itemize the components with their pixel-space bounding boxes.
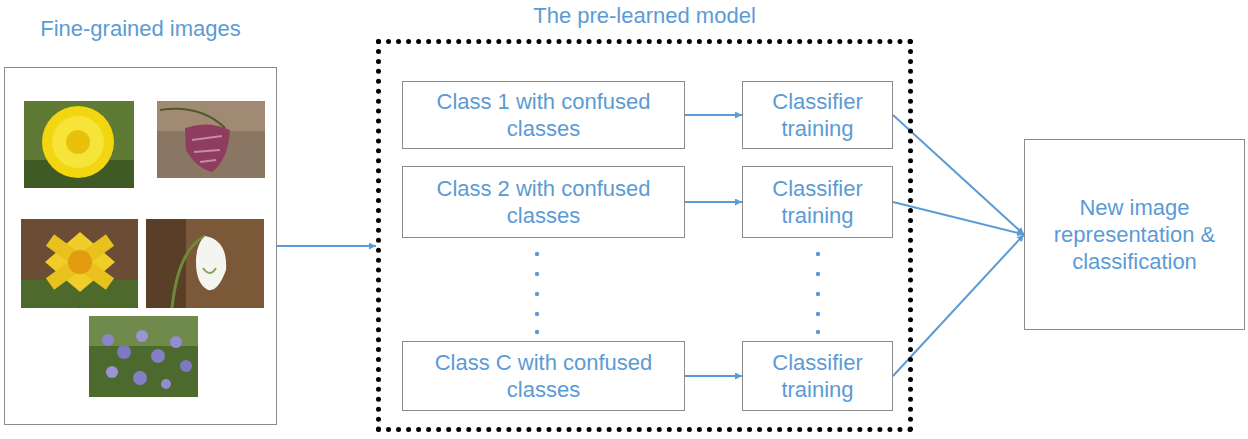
box-label: Classifier training <box>743 88 892 142</box>
process-box: Class C with confused classes <box>402 341 685 411</box>
flow-arrow <box>277 245 376 247</box>
process-box: Classifier training <box>742 81 893 149</box>
group-heading: The pre-learned model <box>341 2 948 29</box>
process-box: Class 1 with confused classes <box>402 81 685 149</box>
flower-photos <box>21 101 265 397</box>
flow-arrow <box>685 375 742 377</box>
process-box: Classifier training <box>742 166 893 238</box>
ellipsis-dots <box>535 252 820 334</box>
flow-arrow <box>685 114 742 116</box>
box-label: Class 2 with confused classes <box>403 175 684 229</box>
box-label: Classifier training <box>743 175 892 229</box>
output-box: New image representation & classificatio… <box>1024 139 1245 330</box>
box-label: Classifier training <box>743 349 892 403</box>
model-group: The pre-learned modelClass 1 with confus… <box>376 39 913 432</box>
image-panel: Fine-grained images <box>4 67 277 425</box>
process-box: Classifier training <box>742 341 893 411</box>
process-box: Class 2 with confused classes <box>402 166 685 238</box>
box-label: Class C with confused classes <box>403 349 684 403</box>
group-heading: Fine-grained images <box>0 15 316 42</box>
flow-arrow <box>685 201 742 203</box>
box-label: New image representation & classificatio… <box>1025 194 1244 275</box>
box-label: Class 1 with confused classes <box>403 88 684 142</box>
